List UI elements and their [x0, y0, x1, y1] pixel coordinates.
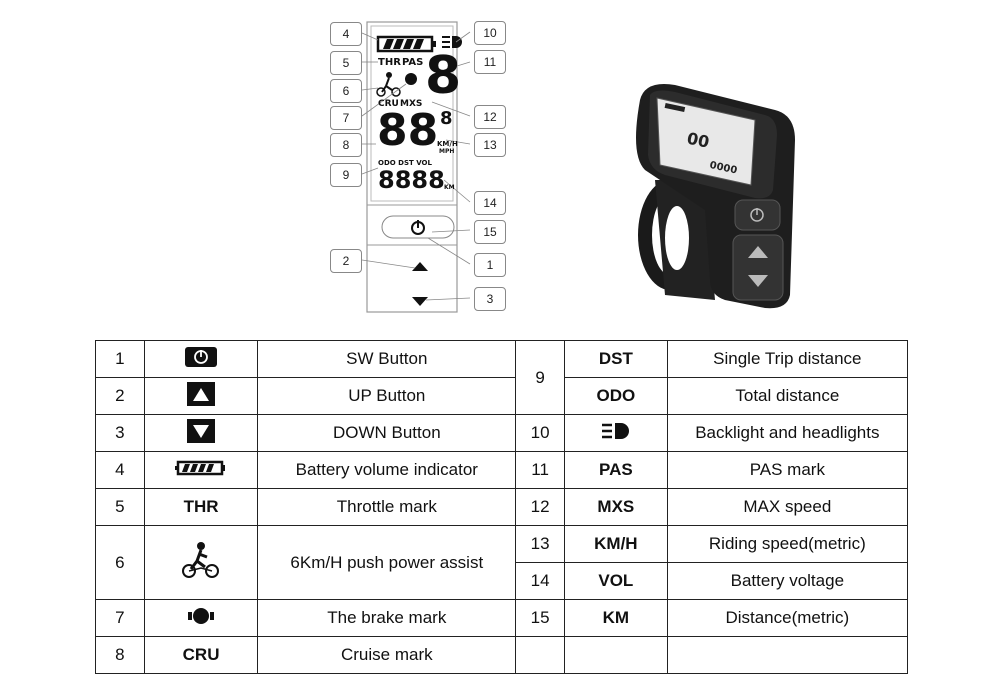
battery-icon	[143, 451, 259, 489]
row-description: Single Trip distance	[666, 340, 909, 378]
pas-label: PAS	[402, 57, 424, 68]
row-description: Riding speed(metric)	[666, 525, 909, 563]
callout-12: 12	[474, 105, 506, 129]
lcd-outline	[361, 21, 471, 313]
row-description: PAS mark	[666, 451, 909, 489]
headlight-icon	[564, 414, 668, 452]
row-number: 1	[95, 340, 145, 378]
row-number: 13	[515, 525, 566, 563]
legend-table: 1 SW Button 9 DST Single Trip distance 2…	[95, 340, 909, 674]
up-triangle-icon	[143, 377, 259, 415]
mph-label: MPH	[439, 148, 455, 155]
walk-assist-icon	[143, 525, 259, 600]
mxs-label: MXS	[400, 99, 423, 109]
pas-digit: 8	[425, 46, 462, 106]
kmh-label: KM/H	[437, 140, 458, 148]
callout-8: 8	[330, 133, 362, 157]
callout-2: 2	[330, 249, 362, 273]
lcd-diagram: THR PAS 8 CRU MXS 88 8 KM/H MPH ODO DST …	[320, 0, 520, 320]
row-symbol: ODO	[564, 377, 668, 415]
speed-digits: 88	[377, 105, 439, 156]
row-number: 5	[95, 488, 145, 526]
empty-cell	[666, 636, 909, 674]
row-number: 9	[515, 340, 566, 415]
km-label: KM	[444, 184, 455, 191]
row-number: 14	[515, 562, 566, 600]
row-description: Total distance	[666, 377, 909, 415]
row-description: UP Button	[257, 377, 517, 415]
empty-cell	[564, 636, 668, 674]
row-number: 11	[515, 451, 566, 489]
power-button-icon	[143, 340, 259, 378]
callout-1: 1	[474, 253, 506, 277]
row-number: 12	[515, 488, 566, 526]
table-row: 4 Battery volume indicator 11 PAS PAS ma…	[95, 451, 909, 489]
thr-label: THR	[378, 57, 401, 68]
row-number: 4	[95, 451, 145, 489]
table-row: 6 6Km/H push power assist 13 KM/H Riding…	[95, 525, 909, 600]
table-row: 2 UP Button ODO Total distance	[95, 377, 909, 415]
callout-5: 5	[330, 51, 362, 75]
row-number: 15	[515, 599, 566, 637]
speed-decimal: 8	[440, 108, 453, 129]
row-description: The brake mark	[257, 599, 517, 637]
table-row: 8 CRU Cruise mark	[95, 636, 909, 674]
brake-icon	[143, 599, 259, 637]
device-illustration: 00 0000	[615, 60, 815, 320]
table-row: 1 SW Button 9 DST Single Trip distance	[95, 340, 909, 415]
row-description: SW Button	[257, 340, 517, 378]
row-description: Backlight and headlights	[666, 414, 909, 452]
row-number: 3	[95, 414, 145, 452]
row-symbol: THR	[143, 488, 259, 526]
callout-10: 10	[474, 21, 506, 45]
row-symbol: KM	[564, 599, 668, 637]
odo-dst-vol-labels: ODO DST VOL	[378, 159, 432, 167]
row-symbol: KM/H	[564, 525, 668, 563]
callout-11: 11	[474, 50, 506, 74]
callout-6: 6	[330, 79, 362, 103]
table-row: 7 The brake mark 15 KM Distance(metric)	[95, 599, 909, 637]
table-row: 3 DOWN Button 10 Backlight and headlight…	[95, 414, 909, 452]
row-description: Battery voltage	[666, 562, 909, 600]
callout-7: 7	[330, 106, 362, 130]
row-description: Throttle mark	[257, 488, 517, 526]
callout-9: 9	[330, 163, 362, 187]
callout-3: 3	[474, 287, 506, 311]
callout-15: 15	[474, 220, 506, 244]
down-triangle-icon	[143, 414, 259, 452]
row-symbol: VOL	[564, 562, 668, 600]
callout-14: 14	[474, 191, 506, 215]
row-description: MAX speed	[666, 488, 909, 526]
callout-4: 4	[330, 22, 362, 46]
device-image: 00 0000	[636, 84, 795, 309]
row-number: 6	[95, 525, 145, 600]
empty-cell	[515, 636, 566, 674]
row-symbol: PAS	[564, 451, 668, 489]
row-number: 8	[95, 636, 145, 674]
row-number: 7	[95, 599, 145, 637]
callout-13: 13	[474, 133, 506, 157]
device-speed: 00	[685, 129, 711, 152]
row-symbol: CRU	[143, 636, 259, 674]
row-description: Battery volume indicator	[257, 451, 517, 489]
row-description: DOWN Button	[257, 414, 517, 452]
row-number: 2	[95, 377, 145, 415]
table-row: 5 THR Throttle mark 12 MXS MAX speed	[95, 488, 909, 526]
row-description: Distance(metric)	[666, 599, 909, 637]
row-description: Cruise mark	[257, 636, 517, 674]
row-description: 6Km/H push power assist	[257, 525, 517, 600]
row-symbol: MXS	[564, 488, 668, 526]
row-symbol: DST	[564, 340, 668, 378]
odo-digits: 8888	[378, 166, 445, 194]
row-number: 10	[515, 414, 566, 452]
cru-label: CRU	[378, 99, 399, 109]
